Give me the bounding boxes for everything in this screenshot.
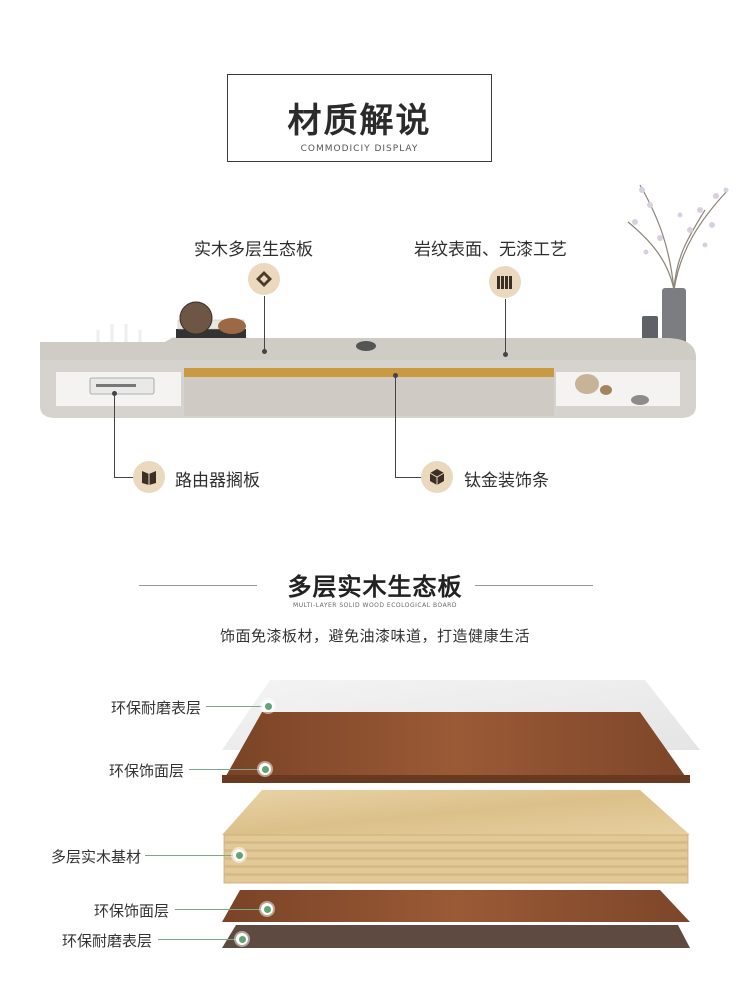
callout-dot bbox=[262, 349, 267, 354]
callout-line bbox=[395, 377, 396, 478]
metal-strip-icon bbox=[421, 461, 453, 493]
feature-label-surface: 岩纹表面、无漆工艺 bbox=[414, 240, 567, 260]
feature-label-board: 实木多层生态板 bbox=[194, 240, 313, 260]
layer-pointer-line bbox=[145, 855, 233, 856]
section-title: 多层实木生态板 bbox=[287, 573, 463, 601]
vase-decoration bbox=[627, 184, 729, 357]
layer-label: 环保饰面层 bbox=[93, 902, 169, 920]
layer-label: 环保饰面层 bbox=[108, 762, 184, 780]
stone-texture-icon bbox=[489, 266, 521, 298]
title-rule-right bbox=[475, 585, 593, 586]
layer-pointer-line bbox=[189, 769, 259, 770]
layer-indicator-dot bbox=[236, 933, 248, 945]
callout-dot bbox=[393, 373, 398, 378]
section-header-box: 材质解说 COMMODICIY DISPLAY bbox=[227, 74, 492, 162]
router-shelf-icon bbox=[133, 461, 165, 493]
layer-pointer-line bbox=[175, 909, 261, 910]
callout-line bbox=[505, 299, 506, 353]
callout-line bbox=[395, 477, 423, 478]
cabinet-illustration bbox=[40, 184, 729, 418]
board-layers-illustration bbox=[222, 680, 700, 948]
section-subtitle: MULTI-LAYER SOLID WOOD ECOLOGICAL BOARD bbox=[293, 602, 457, 609]
layer-indicator-dot bbox=[262, 700, 274, 712]
callout-line bbox=[264, 296, 265, 351]
layer-indicator-dot bbox=[233, 849, 245, 861]
layer-indicator-dot bbox=[259, 763, 271, 775]
page-subtitle: COMMODICIY DISPLAY bbox=[300, 144, 419, 154]
layer-label: 多层实木基材 bbox=[50, 848, 141, 866]
callout-line bbox=[114, 395, 115, 478]
callout-dot bbox=[503, 352, 508, 357]
layer-label: 环保耐磨表层 bbox=[61, 932, 152, 950]
section-description: 饰面免漆板材，避免油漆味道，打造健康生活 bbox=[219, 627, 530, 645]
callout-dot bbox=[112, 391, 117, 396]
wood-board-icon bbox=[248, 263, 280, 295]
layer-label: 环保耐磨表层 bbox=[110, 699, 201, 717]
layer-indicator-dot bbox=[261, 903, 273, 915]
feature-label-router-shelf: 路由器搁板 bbox=[175, 471, 260, 491]
feature-label-trim: 钛金装饰条 bbox=[464, 471, 549, 491]
callout-line bbox=[114, 477, 136, 478]
title-rule-left bbox=[139, 585, 257, 586]
layer-pointer-line bbox=[206, 706, 264, 707]
page-title: 材质解说 bbox=[287, 101, 432, 141]
layer-pointer-line bbox=[158, 939, 236, 940]
